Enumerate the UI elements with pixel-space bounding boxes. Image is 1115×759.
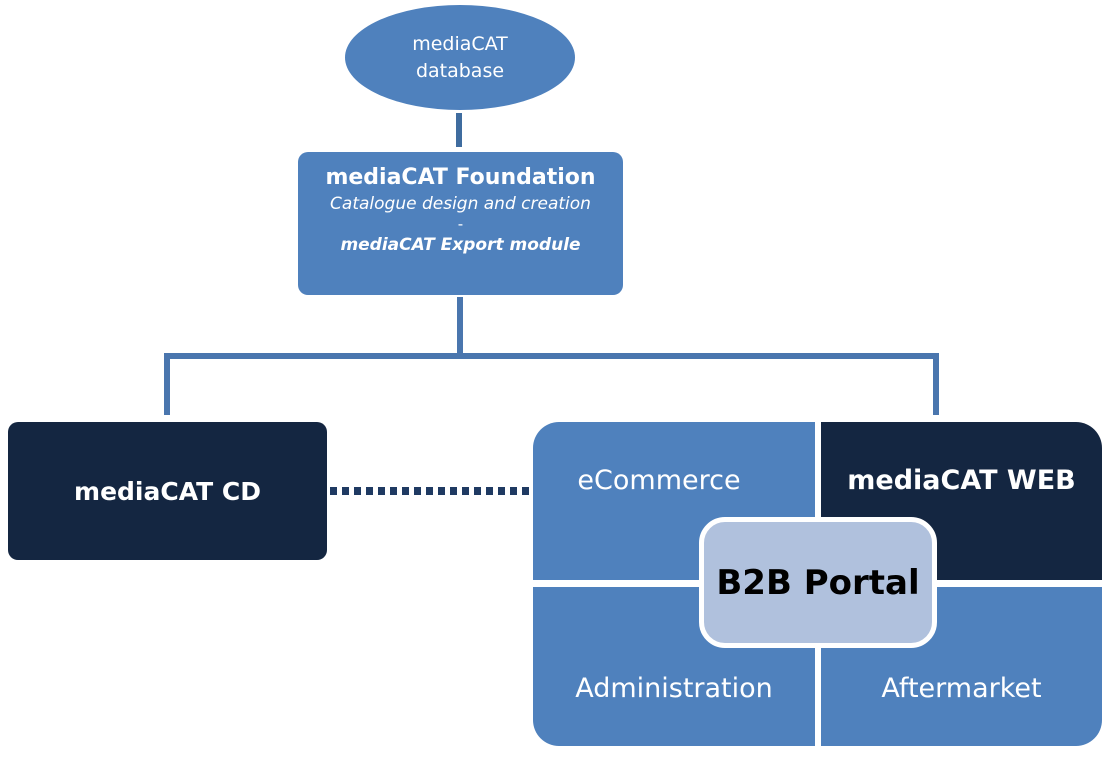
quadrant-ecommerce-label: eCommerce <box>577 465 741 496</box>
connector-db-foundation <box>456 113 462 147</box>
foundation-separator: - <box>457 215 464 233</box>
quadrant-mediacat-web-label: mediaCAT WEB <box>847 465 1076 496</box>
database-label-line2: database <box>415 59 505 82</box>
cd-label: mediaCAT CD <box>74 476 261 506</box>
foundation-module: mediaCAT Export module <box>340 235 581 255</box>
quadrant-administration: Administration <box>533 587 815 746</box>
foundation-title: mediaCAT Foundation <box>325 165 596 190</box>
quadrant-administration-label: Administration <box>575 673 773 704</box>
connector-to-cd <box>164 353 170 415</box>
quadrant-ecommerce: eCommerce <box>533 422 815 580</box>
dotted-connector-cd-portal <box>330 487 530 495</box>
connector-horizontal-bar <box>164 353 939 359</box>
b2b-portal-label: B2B Portal <box>716 562 920 603</box>
database-node: mediaCAT database <box>345 5 575 110</box>
quadrant-aftermarket-label: Aftermarket <box>881 673 1042 704</box>
database-label-line1: mediaCAT <box>412 32 508 55</box>
cd-node: mediaCAT CD <box>8 422 327 560</box>
foundation-node: mediaCAT Foundation Catalogue design and… <box>298 152 623 295</box>
foundation-subtitle: Catalogue design and creation <box>330 194 591 214</box>
connector-to-portal <box>933 353 939 415</box>
connector-foundation-trunk <box>457 297 463 356</box>
b2b-portal-node: B2B Portal <box>699 517 937 648</box>
